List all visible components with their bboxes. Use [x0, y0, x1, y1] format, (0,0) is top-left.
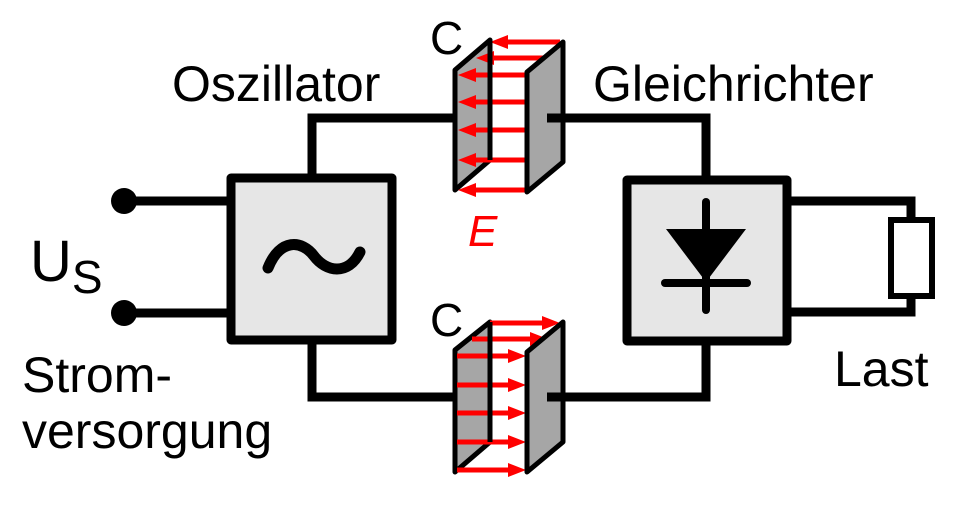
load: Last [787, 196, 935, 397]
oscillator-wire-bottom [307, 336, 458, 402]
field-arrowhead [458, 68, 476, 82]
supply-voltage-label: US [30, 229, 103, 303]
capacitor-top-label: C [430, 12, 463, 64]
field-arrowhead [508, 435, 526, 449]
field-arrowhead [458, 153, 476, 167]
field-arrowhead [458, 95, 476, 109]
capacitor-top: C E [430, 12, 566, 256]
field-arrowhead [508, 463, 526, 477]
capacitor-bottom: C [430, 294, 566, 477]
field-arrowhead [508, 406, 526, 420]
oscillator-wire-top [307, 113, 458, 180]
rectifier-wire-top [547, 113, 711, 182]
power-supply: US Strom- versorgung [22, 188, 272, 459]
field-arrowhead [458, 123, 476, 137]
oscillator-label: Oszillator [172, 56, 380, 112]
rectifier: Gleichrichter [547, 56, 874, 402]
field-arrowhead [508, 378, 526, 392]
capacitor-top-plate-right [524, 39, 566, 195]
load-wire-bottom [787, 296, 916, 317]
resistor-icon [888, 217, 935, 299]
load-wire-top [787, 196, 916, 220]
diode-icon [666, 229, 746, 282]
field-arrowhead [490, 35, 508, 49]
capacitor-bottom-label: C [430, 294, 463, 346]
field-arrowhead [458, 183, 476, 197]
load-label: Last [834, 341, 929, 397]
field-arrowhead [542, 316, 560, 330]
ac-tilde-icon [262, 239, 366, 275]
electric-field-label: E [468, 207, 498, 256]
rectifier-label: Gleichrichter [593, 56, 874, 112]
capacitor-bottom-plate-right [524, 319, 566, 475]
field-arrowhead [508, 349, 526, 363]
power-supply-label-line1: Strom- [22, 347, 172, 403]
power-supply-label-line2: versorgung [22, 403, 272, 459]
oscillator: Oszillator [172, 56, 458, 402]
rectifier-wire-bottom [547, 338, 711, 402]
